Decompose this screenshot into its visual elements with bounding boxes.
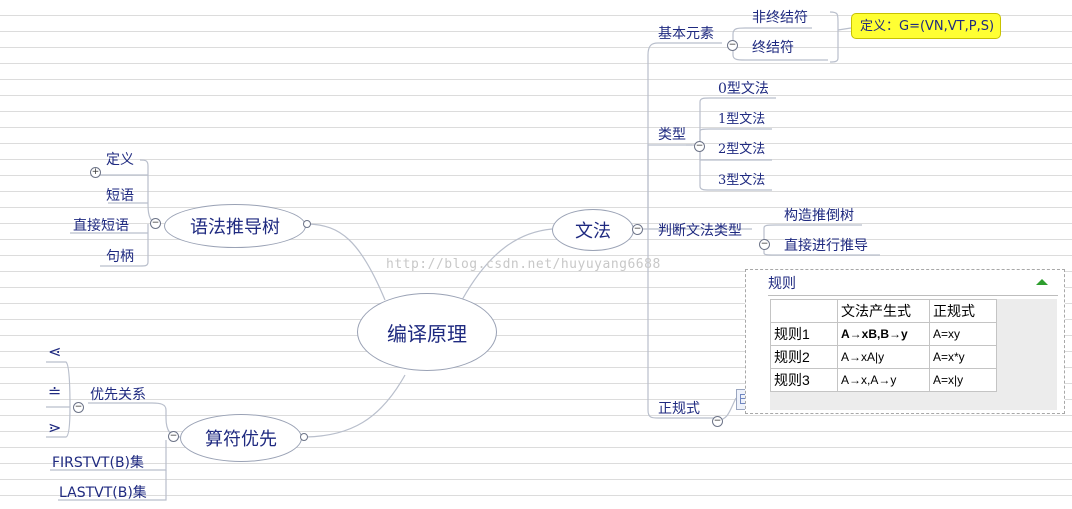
table-header-cell: 正规式 <box>929 299 997 323</box>
leaf-build-derivation-tree[interactable]: 构造推倒树 <box>784 208 854 224</box>
table-row: 规则2 A→xA|y A=x*y <box>770 345 997 369</box>
center-node-label: 编译原理 <box>387 321 467 346</box>
collapse-toggle-operator-precedence[interactable]: − <box>168 431 179 442</box>
leaf-type-3[interactable]: 3型文法 <box>718 173 766 188</box>
leaf-equal[interactable]: ≐ <box>48 382 62 401</box>
table-row: 规则3 A→x,A→y A=x|y <box>770 368 997 392</box>
collapse-toggle-regular-expression[interactable]: − <box>712 416 723 427</box>
leaf-definition[interactable]: 定义 <box>106 152 134 168</box>
table-cell: A=xy <box>929 322 997 346</box>
leaf-terminal[interactable]: 终结符 <box>752 40 794 56</box>
collapse-toggle-grammar[interactable]: − <box>632 224 643 235</box>
table-cell: A→xA|y <box>837 345 930 369</box>
leaf-greater-than[interactable]: ⋗ <box>48 418 62 437</box>
subtopic-regular-expression[interactable]: 正规式 <box>658 401 700 417</box>
collapse-toggle-basic-elements[interactable]: − <box>727 40 738 51</box>
collapse-toggle-syntax-tree[interactable]: − <box>150 218 161 229</box>
table-header-cell <box>770 299 838 323</box>
definition-callout[interactable]: 定义：G=(VN,VT,P,S) <box>851 13 1001 39</box>
table-header-row: 文法产生式 正规式 <box>770 299 997 323</box>
table-cell: 规则1 <box>770 322 838 346</box>
table-cell: 规则3 <box>770 368 838 392</box>
watermark-text: http://blog.csdn.net/huyuyang6688 <box>386 257 661 272</box>
rules-table: 文法产生式 正规式 规则1 A→xB,B→y A=xy 规则2 A→xA|y A… <box>770 299 997 392</box>
subtopic-judge-grammar-type[interactable]: 判断文法类型 <box>658 223 742 239</box>
collapse-toggle-types[interactable]: − <box>694 141 705 152</box>
subtopic-precedence-relation[interactable]: 优先关系 <box>90 387 146 403</box>
leaf-type-1[interactable]: 1型文法 <box>718 112 766 127</box>
table-cell: A→x,A→y <box>837 368 930 392</box>
table-row: 规则1 A→xB,B→y A=xy <box>770 322 997 346</box>
leaf-direct-derivation[interactable]: 直接进行推导 <box>784 238 868 254</box>
topic-operator-precedence[interactable]: 算符优先 <box>180 414 302 462</box>
rules-table-divider <box>768 295 1058 296</box>
leaf-firstvt[interactable]: FIRSTVT(B)集 <box>52 455 145 471</box>
leaf-type-0[interactable]: 0型文法 <box>718 81 769 97</box>
topic-grammar-label: 文法 <box>575 221 611 242</box>
leaf-type-2[interactable]: 2型文法 <box>718 142 766 157</box>
leaf-phrase[interactable]: 短语 <box>106 188 134 204</box>
leaf-lastvt[interactable]: LASTVT(B)集 <box>59 485 147 501</box>
topic-syntax-tree[interactable]: 语法推导树 <box>164 204 306 248</box>
collapse-triangle-icon[interactable] <box>1036 279 1048 285</box>
rules-table-title: 规则 <box>768 276 796 292</box>
topic-operator-precedence-label: 算符优先 <box>205 429 277 450</box>
leaf-less-than[interactable]: ⋖ <box>48 342 62 361</box>
collapse-toggle-precedence-relation[interactable]: − <box>73 402 84 413</box>
topic-syntax-tree-label: 语法推导树 <box>190 217 280 238</box>
expand-toggle-definition[interactable]: + <box>90 167 101 178</box>
table-header-cell: 文法产生式 <box>837 299 930 323</box>
subtopic-types[interactable]: 类型 <box>658 127 686 143</box>
table-cell: A=x*y <box>929 345 997 369</box>
table-cell: A→xB,B→y <box>837 322 930 346</box>
table-cell: 规则2 <box>770 345 838 369</box>
leaf-handle[interactable]: 句柄 <box>106 249 134 265</box>
topic-grammar[interactable]: 文法 <box>552 209 634 251</box>
connector-point-syntax-tree <box>303 220 311 228</box>
leaf-direct-phrase[interactable]: 直接短语 <box>73 218 129 234</box>
collapse-toggle-judge-grammar-type[interactable]: − <box>759 239 770 250</box>
rules-table-panel: 规则 文法产生式 正规式 规则1 A→xB,B→y A=xy 规则2 A→xA|… <box>745 269 1065 414</box>
connector-point-operator-precedence <box>300 433 308 441</box>
leaf-nonterminal[interactable]: 非终结符 <box>752 10 808 26</box>
subtopic-basic-elements[interactable]: 基本元素 <box>658 26 714 42</box>
center-node[interactable]: 编译原理 <box>357 293 497 371</box>
table-cell: A=x|y <box>929 368 997 392</box>
